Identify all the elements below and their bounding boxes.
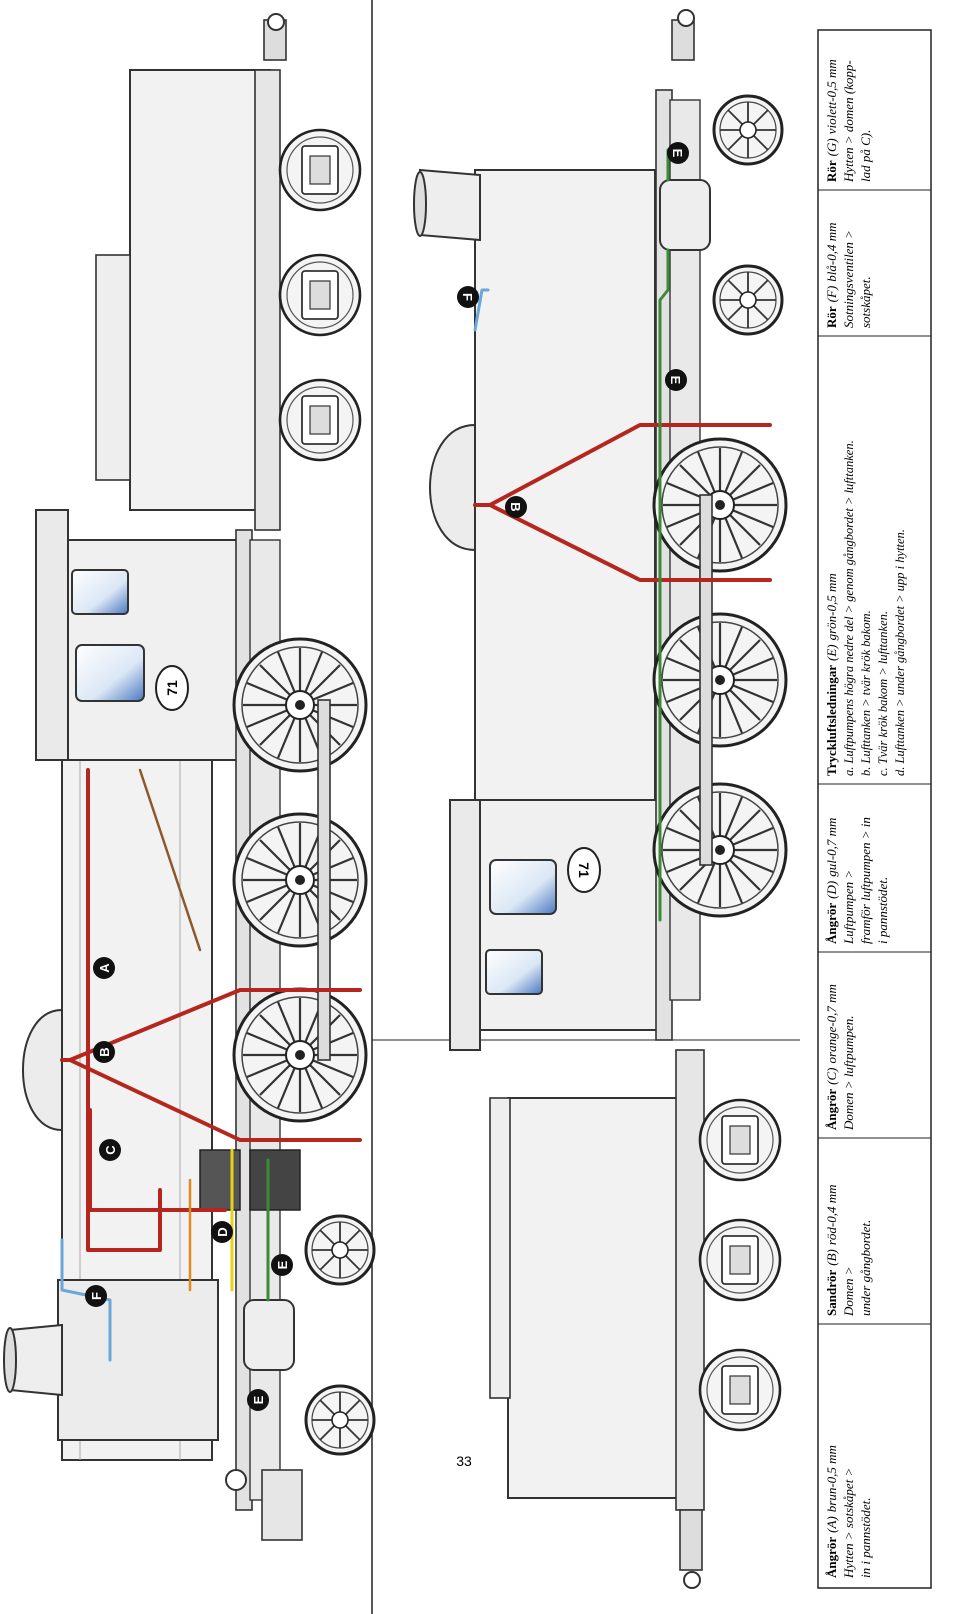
svg-text:Sotningsventilen >: Sotningsventilen > <box>841 230 856 328</box>
svg-text:B: B <box>97 1047 112 1056</box>
svg-text:E: E <box>668 376 683 385</box>
marker-c: C <box>99 1139 121 1161</box>
svg-text:sotskåpet.: sotskåpet. <box>858 276 873 328</box>
legend-item-a: Ångrör(A)brun-0,5 mm Hytten > sotskåpet … <box>824 1445 873 1579</box>
pipe-brown-line <box>138 768 202 952</box>
svg-text:F: F <box>89 1292 104 1300</box>
svg-text:c. Tvär krök bakom > lufttanke: c. Tvär krök bakom > lufttanken. <box>876 611 890 776</box>
svg-text:framför luftpumpen > in: framför luftpumpen > in <box>858 817 873 944</box>
svg-text:in i pannstödet.: in i pannstödet. <box>858 1497 873 1578</box>
marker-f: F <box>85 1285 107 1307</box>
svg-text:E: E <box>251 1395 266 1404</box>
legend-item-f: Rör(F)blå-0,4 mm Sotningsventilen > sots… <box>824 223 873 329</box>
marker-a: A <box>93 957 115 979</box>
marker-e: E <box>667 142 689 164</box>
svg-text:E: E <box>275 1260 290 1269</box>
legend-table: Rör(G)violett-0,5 mm Hytten > domen (kop… <box>817 29 932 1589</box>
svg-text:Ångrör(A)brun-0,5 mm: Ångrör(A)brun-0,5 mm <box>824 1445 839 1578</box>
svg-text:a. Luftpumpens högra nedre del: a. Luftpumpens högra nedre del > genom g… <box>842 440 856 776</box>
number-plate: 71 <box>567 847 601 893</box>
pipe-b-line <box>473 423 772 507</box>
pipe-a-line <box>86 768 162 1252</box>
svg-text:F: F <box>460 293 475 301</box>
cab-window <box>75 644 145 702</box>
svg-text:Ångrör(C)orange-0,7 mm: Ångrör(C)orange-0,7 mm <box>824 984 839 1130</box>
pipe-b-line <box>60 988 362 1062</box>
pipe-b-line <box>68 1058 362 1142</box>
legend-item-g: Rör(G)violett-0,5 mm Hytten > domen (kop… <box>824 59 873 183</box>
legend-item-b: Sandrör(B)röd-0,4 mm Domen > under gångb… <box>824 1184 873 1317</box>
marker-b: B <box>93 1041 115 1063</box>
right-locomotive-drawing: 71 B E E <box>413 9 788 1051</box>
tender-drawing <box>489 1049 782 1589</box>
pipe-c-line <box>88 1108 227 1212</box>
number-plate: 71 <box>155 665 189 711</box>
svg-text:Sandrör(B)röd-0,4 mm: Sandrör(B)röd-0,4 mm <box>824 1184 839 1316</box>
svg-text:D: D <box>215 1227 230 1236</box>
legend-item-e: Tryckluftsledningar(E)grön-0,5 mm a. Luf… <box>824 440 907 776</box>
svg-text:Rör(F)blå-0,4 mm: Rör(F)blå-0,4 mm <box>824 223 839 329</box>
svg-text:d. Lufttanken > under gångbord: d. Lufttanken > under gångbordet > upp i… <box>893 529 907 776</box>
svg-text:71: 71 <box>576 862 592 878</box>
svg-text:Tryckluftsledningar(E)grön-0,5: Tryckluftsledningar(E)grön-0,5 mm <box>824 573 839 776</box>
svg-text:under gångbordet.: under gångbordet. <box>858 1220 873 1316</box>
svg-text:i pannstödet.: i pannstödet. <box>875 877 890 944</box>
svg-text:Hytten > domen (kopp-: Hytten > domen (kopp- <box>841 60 856 183</box>
svg-text:Hytten > sotskåpet >: Hytten > sotskåpet > <box>841 1468 856 1579</box>
marker-b: B <box>505 496 527 518</box>
legend-item-c: Ångrör(C)orange-0,7 mm Domen > luftpumpe… <box>824 984 856 1131</box>
svg-text:b. Lufttanken > tvär krök bako: b. Lufttanken > tvär krök bakom. <box>859 610 873 776</box>
svg-text:Domen >: Domen > <box>841 1266 856 1317</box>
pipe-f-line <box>473 288 490 332</box>
marker-d: D <box>211 1221 233 1243</box>
svg-text:Luftpumpen >: Luftpumpen > <box>841 870 856 945</box>
legend-item-d: Ångrör(D)gul-0,7 mm Luftpumpen > framför… <box>824 817 890 945</box>
svg-text:E: E <box>670 149 685 158</box>
marker-e: E <box>271 1254 293 1276</box>
svg-text:A: A <box>97 963 112 973</box>
svg-text:lad på C).: lad på C). <box>858 130 873 182</box>
svg-text:B: B <box>508 502 523 511</box>
svg-text:Ångrör(D)gul-0,7 mm: Ångrör(D)gul-0,7 mm <box>824 818 839 944</box>
cab-window <box>485 949 543 995</box>
svg-text:71: 71 <box>164 680 180 696</box>
left-locomotive-drawing: 71 <box>3 13 376 1541</box>
marker-e: E <box>247 1389 269 1411</box>
page-number: 33 <box>456 1453 472 1469</box>
svg-text:C: C <box>103 1145 118 1155</box>
cab-window <box>489 859 557 915</box>
svg-text:Domen > luftpumpen.: Domen > luftpumpen. <box>841 1015 856 1131</box>
marker-e: E <box>665 369 687 391</box>
svg-text:Rör(G)violett-0,5 mm: Rör(G)violett-0,5 mm <box>824 59 839 182</box>
pipe-b-line <box>488 503 772 582</box>
marker-f: F <box>457 286 479 308</box>
cab-window <box>71 569 129 615</box>
